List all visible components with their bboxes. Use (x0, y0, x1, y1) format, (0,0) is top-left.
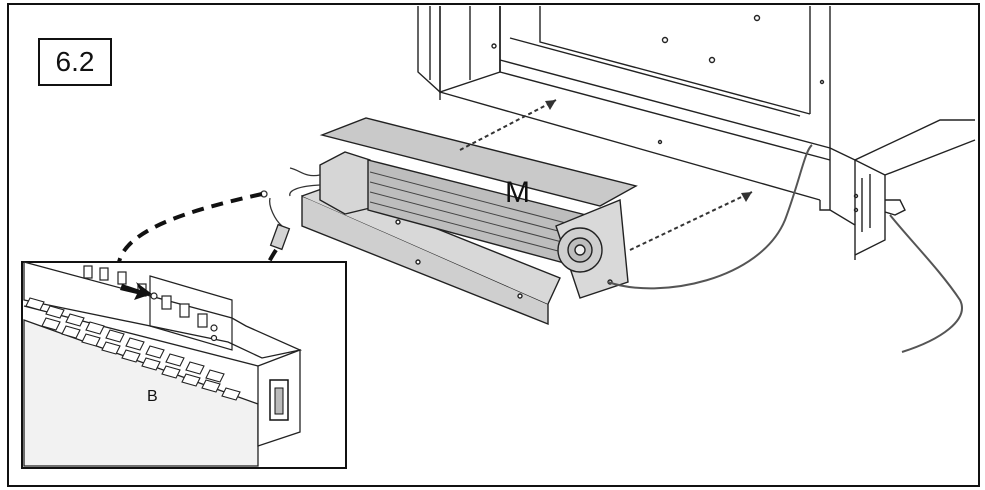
vent-slots (25, 297, 241, 401)
wire-connector (269, 223, 291, 251)
blower-motor-housing (319, 151, 371, 215)
blower-cover-plate (319, 117, 638, 207)
thermostat-wires (269, 167, 321, 227)
blower-power-cord (607, 144, 813, 290)
part-label-control-box: B (147, 388, 158, 405)
supply-power-cord (889, 214, 963, 353)
step-number-label: 6.2 (38, 38, 112, 86)
insertion-arrow-lower (629, 191, 753, 251)
figure-frame (7, 3, 980, 487)
arrowhead-upper (545, 100, 556, 110)
insertion-arrows (459, 99, 753, 251)
control-box-side (23, 319, 259, 467)
part-label-blower: M (505, 176, 530, 209)
blower-assembly (301, 117, 638, 326)
insertion-arrow-upper (459, 99, 557, 151)
insert-arrow (120, 282, 152, 300)
power-cords (607, 144, 963, 353)
control-box-inset (21, 261, 347, 469)
routing-arrow-sensor (116, 192, 263, 269)
arrowhead-lower (741, 192, 752, 202)
fireplace-housing (417, 6, 976, 260)
control-box-top (23, 261, 303, 359)
